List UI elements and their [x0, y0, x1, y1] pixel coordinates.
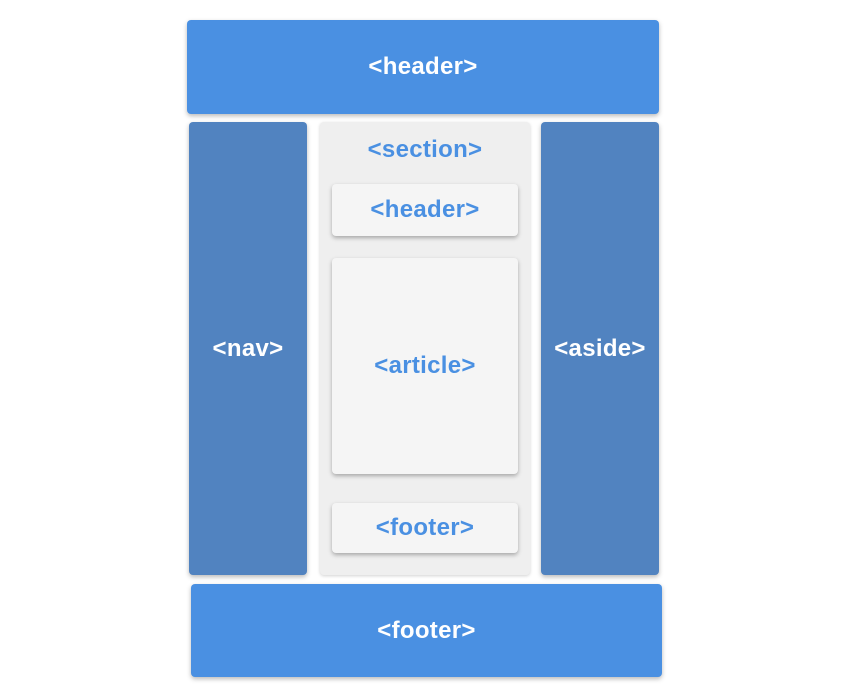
section-block: <section> <header> <article> <footer>	[320, 122, 530, 575]
section-header-block: <header>	[332, 184, 518, 236]
section-footer-block: <footer>	[332, 503, 518, 553]
nav-label: <nav>	[212, 334, 284, 362]
page-footer-block: <footer>	[191, 584, 662, 677]
section-label: <section>	[367, 136, 483, 163]
section-footer-label: <footer>	[375, 514, 475, 541]
nav-block: <nav>	[189, 122, 307, 575]
page-footer-label: <footer>	[377, 616, 476, 644]
page-header-label: <header>	[368, 53, 478, 80]
section-header-label: <header>	[370, 196, 480, 223]
aside-label: <aside>	[554, 334, 646, 362]
page-header-block: <header>	[187, 20, 659, 114]
article-block: <article>	[332, 258, 518, 474]
article-label: <article>	[374, 352, 476, 379]
aside-block: <aside>	[541, 122, 659, 575]
